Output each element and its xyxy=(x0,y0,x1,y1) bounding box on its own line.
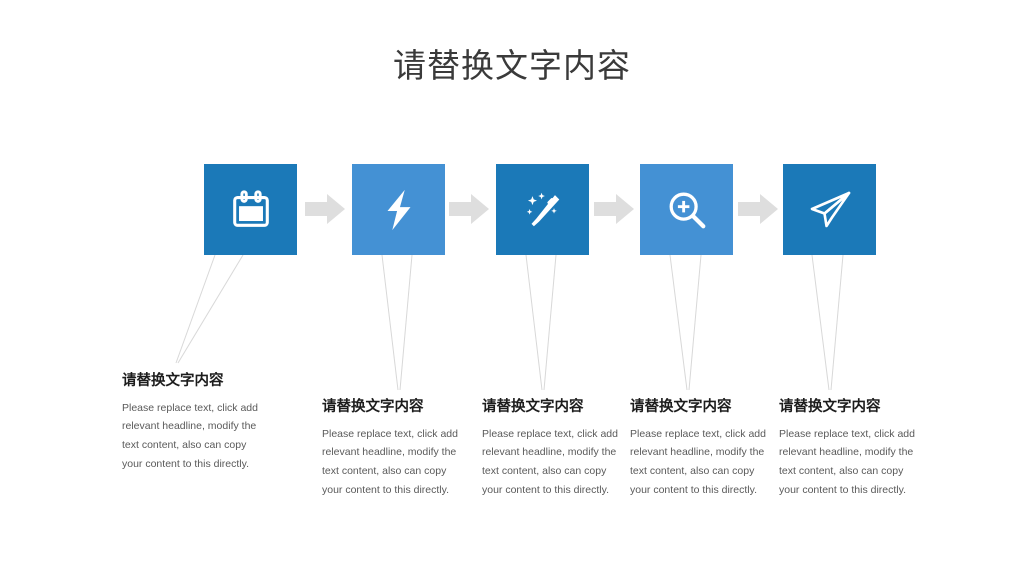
zoom-in-icon xyxy=(664,187,710,233)
right-arrow-icon xyxy=(594,194,634,224)
step-arrow-4 xyxy=(738,193,778,225)
right-arrow-icon xyxy=(449,194,489,224)
step-3-icon-box[interactable] xyxy=(496,164,589,255)
step-arrow-2 xyxy=(449,193,489,225)
right-arrow-icon xyxy=(738,194,778,224)
step-4-text-block: 请替换文字内容 Please replace text, click add r… xyxy=(630,398,776,499)
step-2-text-block: 请替换文字内容 Please replace text, click add r… xyxy=(322,398,468,499)
step-5-text-block: 请替换文字内容 Please replace text, click add r… xyxy=(779,398,925,499)
step-1-text-block: 请替换文字内容 Please replace text, click add r… xyxy=(122,372,268,473)
step-1-body: Please replace text, click add relevant … xyxy=(122,401,258,470)
step-4-heading: 请替换文字内容 xyxy=(630,399,732,415)
step-3-body: Please replace text, click add relevant … xyxy=(482,427,618,496)
step-4-body: Please replace text, click add relevant … xyxy=(630,427,766,496)
step-5-icon-box[interactable] xyxy=(783,164,876,255)
step-2-icon-box[interactable] xyxy=(352,164,445,255)
step-3-heading: 请替换文字内容 xyxy=(482,399,584,415)
step-1-icon-box[interactable] xyxy=(204,164,297,255)
step-arrow-3 xyxy=(594,193,634,225)
lightning-bolt-icon xyxy=(376,187,422,233)
step-2-body: Please replace text, click add relevant … xyxy=(322,427,458,496)
magic-wand-icon xyxy=(520,187,566,233)
step-1-heading: 请替换文字内容 xyxy=(122,373,224,389)
step-5-heading: 请替换文字内容 xyxy=(779,399,881,415)
paper-plane-icon xyxy=(806,186,854,234)
page-title: 请替换文字内容 xyxy=(393,47,631,84)
step-arrow-1 xyxy=(305,193,345,225)
right-arrow-icon xyxy=(305,194,345,224)
calendar-icon xyxy=(228,187,274,233)
step-2-heading: 请替换文字内容 xyxy=(322,399,424,415)
step-3-text-block: 请替换文字内容 Please replace text, click add r… xyxy=(482,398,628,499)
step-5-body: Please replace text, click add relevant … xyxy=(779,427,915,496)
step-4-icon-box[interactable] xyxy=(640,164,733,255)
